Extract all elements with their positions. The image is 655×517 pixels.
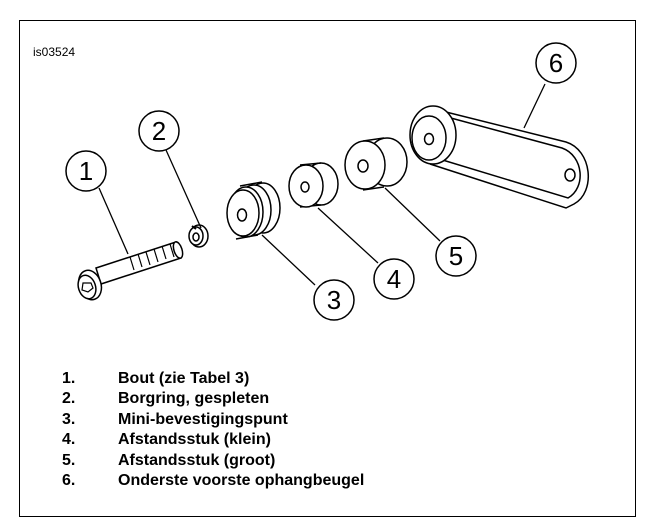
legend-label: Afstandsstuk (klein) bbox=[118, 431, 271, 449]
figure-id: is03524 bbox=[33, 45, 76, 59]
small-spacer-part bbox=[288, 162, 339, 208]
callout-1: 1 bbox=[79, 156, 93, 186]
callout-circle-6 bbox=[535, 42, 577, 84]
legend-label: Onderste voorste ophangbeugel bbox=[118, 471, 365, 489]
washer-part bbox=[188, 224, 209, 248]
legend-item: 3. Mini-bevestigingspunt bbox=[62, 410, 364, 430]
callout-4: 4 bbox=[387, 264, 401, 294]
callout-3: 3 bbox=[327, 285, 341, 315]
legend-number: 1. bbox=[62, 370, 76, 387]
bracket-part bbox=[409, 105, 589, 209]
legend-label: Bout (zie Tabel 3) bbox=[118, 370, 250, 387]
legend-number: 3. bbox=[62, 410, 76, 428]
legend-item: 5. Afstandsstuk (groot) bbox=[62, 451, 364, 471]
callout-5: 5 bbox=[449, 241, 463, 271]
legend-label: Mini-bevestigingspunt bbox=[118, 410, 288, 428]
legend-number: 4. bbox=[62, 431, 76, 449]
legend-item: 2. Borgring, gespleten bbox=[62, 389, 364, 409]
callout-2: 2 bbox=[152, 116, 166, 146]
callout-circle-3 bbox=[313, 279, 355, 321]
callout-6: 6 bbox=[549, 48, 563, 78]
large-spacer-part bbox=[344, 137, 408, 191]
legend-item: 6. Onderste voorste ophangbeugel bbox=[62, 471, 364, 491]
legend-number: 5. bbox=[62, 451, 76, 469]
legend-number: 2. bbox=[62, 390, 76, 408]
legend-item: 4. Afstandsstuk (klein) bbox=[62, 430, 364, 450]
legend-item: 1. Bout (zie Tabel 3) bbox=[62, 369, 364, 389]
legend-number: 6. bbox=[62, 471, 76, 489]
bolt-part bbox=[77, 241, 184, 301]
mini-mount-part bbox=[226, 181, 281, 240]
callout-circle-5 bbox=[435, 235, 477, 277]
legend-label: Afstandsstuk (groot) bbox=[118, 451, 276, 469]
leader-lines bbox=[98, 83, 546, 286]
legend-label: Borgring, gespleten bbox=[118, 390, 270, 408]
callout-circle-1 bbox=[65, 150, 107, 192]
parts-legend: 1. Bout (zie Tabel 3) 2. Borgring, gesplet… bbox=[62, 369, 364, 491]
callout-circle-4 bbox=[373, 258, 415, 300]
callout-circle-2 bbox=[138, 110, 180, 152]
